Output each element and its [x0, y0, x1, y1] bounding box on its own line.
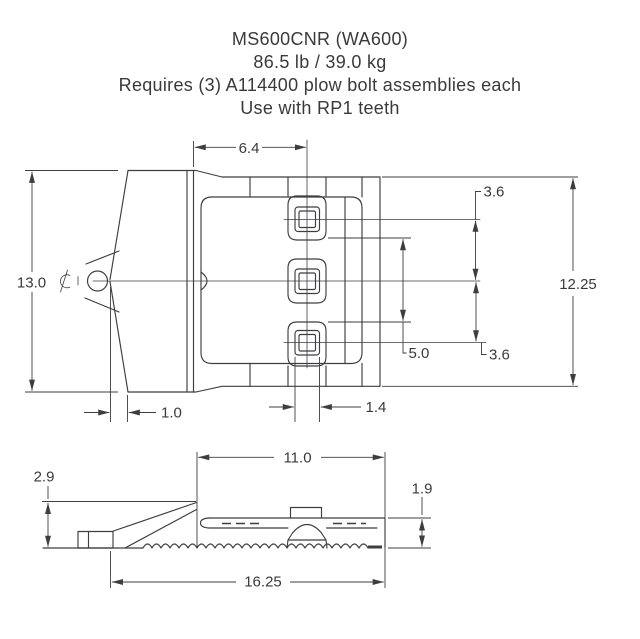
dim-shim-thickness-label: 1.9 [412, 481, 433, 498]
dim-boss-clearance: 5.0 [328, 237, 430, 362]
bolt-boss-2 [287, 258, 327, 304]
dim-wedge-height-label: 2.9 [34, 469, 55, 486]
dim-front-to-bolt-label: 6.4 [239, 140, 260, 157]
title-block: MS600CNR (WA600) 86.5 lb / 39.0 kg Requi… [0, 28, 640, 120]
nose-facet-upper [85, 250, 120, 265]
weight-line: 86.5 lb / 39.0 kg [253, 52, 387, 72]
requirement-line: Requires (3) A114400 plow bolt assemblie… [118, 75, 522, 95]
dim-overall-width: 13.0 [17, 170, 118, 393]
model-title: MS600CNR (WA600) [231, 29, 409, 49]
dim-shim-thickness: 1.9 [388, 481, 432, 549]
dim-bolt-hole-width: 1.4 [269, 357, 386, 422]
leader-line [402, 322, 407, 354]
bolt-dome-head [291, 523, 323, 534]
serrated-edge [142, 543, 369, 549]
dim-bolt-pitch-lower-label: 3.6 [489, 347, 510, 364]
dim-boss-clearance-label: 5.0 [409, 345, 430, 362]
leader-line [481, 342, 487, 355]
extension-lines [196, 452, 386, 588]
body-top-edge [127, 169, 381, 178]
dim-shim-length-label: 11.0 [283, 450, 311, 467]
rib-lines-top [249, 176, 363, 198]
dim-nose-tip-offset: 1.0 [84, 287, 182, 422]
extension-lines [328, 237, 411, 323]
centerline-symbol [60, 269, 79, 293]
dim-shim-length: 11.0 [196, 450, 386, 588]
recess-pocket [200, 196, 363, 365]
dim-overall-length-label: 16.25 [244, 574, 282, 591]
dim-bolt-pitch-lower: 3.6 [473, 282, 510, 364]
extension-lines [294, 357, 320, 422]
body-interior-top [200, 176, 363, 387]
rib-lines-bottom [249, 362, 363, 387]
dim-bolt-hole-width-label: 1.4 [366, 399, 387, 416]
dim-overall-length: 16.25 [110, 551, 384, 591]
dim-wedge-height: 2.9 [34, 469, 196, 547]
extension-lines [382, 176, 578, 387]
shim-left-cap [199, 517, 211, 529]
nose-edge-upper [109, 169, 129, 281]
usage-line: Use with RP1 teeth [240, 98, 400, 118]
wedge-edge-lower [124, 508, 198, 549]
leader-line [475, 191, 481, 220]
dim-flange-width: 12.25 [382, 176, 597, 387]
adapter-outline-side [42, 501, 386, 549]
dim-bolt-pitch-upper: 3.6 [472, 184, 505, 280]
bolt-boss-3 [287, 321, 327, 367]
dim-front-to-bolt: 6.4 [193, 140, 307, 167]
heel-block [77, 530, 114, 549]
dim-nose-tip-offset-label: 1.0 [161, 405, 182, 422]
top-view: 6.4 13.0 12.25 3.6 [17, 139, 597, 422]
bolt-head-sides [286, 532, 328, 549]
extension-lines [25, 170, 118, 393]
centerlines-top [60, 139, 487, 369]
body-bottom-edge [127, 385, 381, 393]
extension-lines [110, 287, 128, 422]
nose-edge-lower [109, 280, 129, 393]
dim-overall-width-label: 13.0 [17, 275, 46, 292]
dim-bolt-pitch-upper-label: 3.6 [484, 184, 505, 201]
wedge-edge-upper [111, 501, 198, 533]
extension-lines [388, 517, 431, 549]
dim-flange-width-label: 12.25 [559, 276, 597, 293]
bolt-boss-1 [287, 195, 327, 241]
nose-facet-lower [84, 297, 120, 313]
bolt-square-neck [289, 506, 323, 519]
side-view: 2.9 11.0 1.9 16.25 [34, 450, 433, 591]
